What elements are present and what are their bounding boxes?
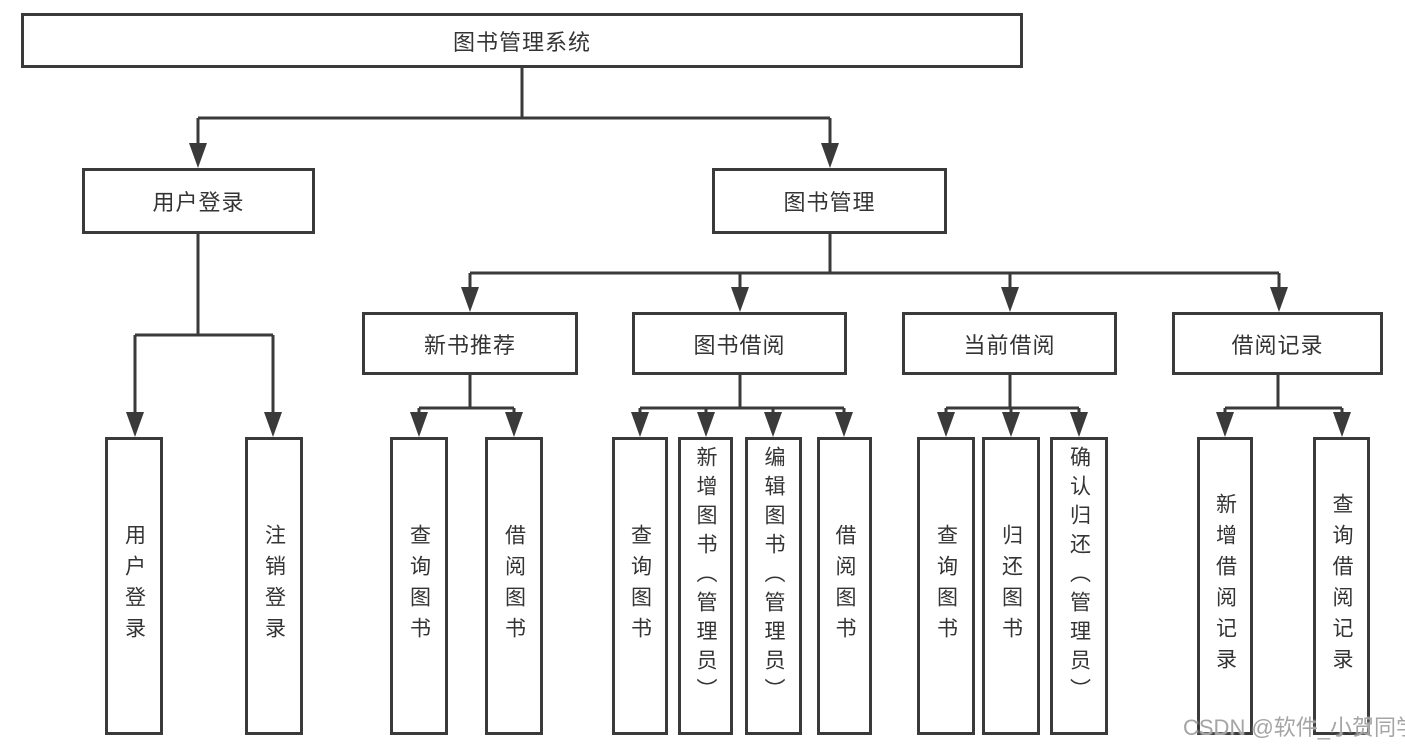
leaf-add-books-admin: 新增图书（管理员） <box>678 437 733 735</box>
node-label: 查询图书 <box>407 524 431 648</box>
leaf-query-books-current: 查询图书 <box>917 437 975 735</box>
arrow-icon <box>1001 287 1019 312</box>
csdn-watermark: CSDN @软件_小贺同学 <box>1183 715 1405 740</box>
arrow-icon <box>461 287 479 312</box>
leaf-borrow-books-recommend: 借阅图书 <box>485 437 543 735</box>
node-current-borrowing: 当前借阅 <box>902 312 1117 375</box>
leaf-return-books: 归还图书 <box>982 437 1040 735</box>
leaf-logout: 注销登录 <box>245 437 303 735</box>
leaf-user-login: 用户登录 <box>105 437 163 735</box>
node-label: 注销登录 <box>262 524 286 648</box>
leaf-edit-books-admin: 编辑图书（管理员） <box>745 437 802 735</box>
arrow-icon <box>126 412 144 437</box>
leaf-add-borrow-record: 新增借阅记录 <box>1197 437 1253 735</box>
leaf-query-books-recommend: 查询图书 <box>390 437 448 735</box>
node-label: 用户登录 <box>152 190 245 215</box>
node-label: 借阅图书 <box>833 524 856 648</box>
leaf-query-borrow-record: 查询借阅记录 <box>1313 437 1370 735</box>
arrowheads <box>126 143 1351 437</box>
arrow-icon <box>937 412 955 437</box>
arrow-icon <box>697 412 715 437</box>
node-user-login: 用户登录 <box>82 168 315 234</box>
arrow-icon <box>1002 412 1020 437</box>
node-label: 查询借阅记录 <box>1330 493 1353 679</box>
node-label: 新增图书（管理员） <box>694 446 717 707</box>
leaf-confirm-return-admin: 确认归还（管理员） <box>1050 437 1108 735</box>
node-label: 当前借阅 <box>963 332 1056 358</box>
node-label: 查询图书 <box>628 524 652 648</box>
leaf-query-books-borrowing: 查询图书 <box>612 437 668 735</box>
node-label: 编辑图书（管理员） <box>762 446 785 707</box>
node-label: 借阅记录 <box>1231 332 1324 358</box>
node-label: 新书推荐 <box>423 332 516 358</box>
node-label: 图书管理系统 <box>452 29 591 55</box>
arrow-icon <box>821 143 839 168</box>
node-label: 查询图书 <box>934 524 958 648</box>
arrow-icon <box>1070 412 1088 437</box>
arrow-icon <box>1270 287 1288 312</box>
node-label: 用户登录 <box>122 524 146 648</box>
tree-edges <box>133 68 1344 416</box>
node-label: 确认归还（管理员） <box>1067 446 1091 707</box>
arrow-icon <box>505 412 523 437</box>
arrow-icon <box>631 412 649 437</box>
arrow-icon <box>189 143 207 168</box>
node-book-borrowing: 图书借阅 <box>632 312 847 375</box>
node-book-management: 图书管理 <box>712 168 947 234</box>
node-root-library-system: 图书管理系统 <box>21 13 1023 68</box>
node-label: 归还图书 <box>999 524 1023 648</box>
arrow-icon <box>410 412 428 437</box>
node-label: 图书借阅 <box>693 332 786 358</box>
leaf-borrow-books-borrowing: 借阅图书 <box>817 437 872 735</box>
arrow-icon <box>264 412 282 437</box>
arrow-icon <box>835 412 853 437</box>
node-new-book-recommendation: 新书推荐 <box>362 312 578 375</box>
arrow-icon <box>764 412 782 437</box>
node-borrowing-records: 借阅记录 <box>1172 312 1383 375</box>
node-label: 借阅图书 <box>502 524 526 648</box>
node-label: 图书管理 <box>783 190 876 215</box>
arrow-icon <box>1333 412 1351 437</box>
arrow-icon <box>1216 412 1234 437</box>
node-label: 新增借阅记录 <box>1213 493 1237 679</box>
arrow-icon <box>731 287 749 312</box>
